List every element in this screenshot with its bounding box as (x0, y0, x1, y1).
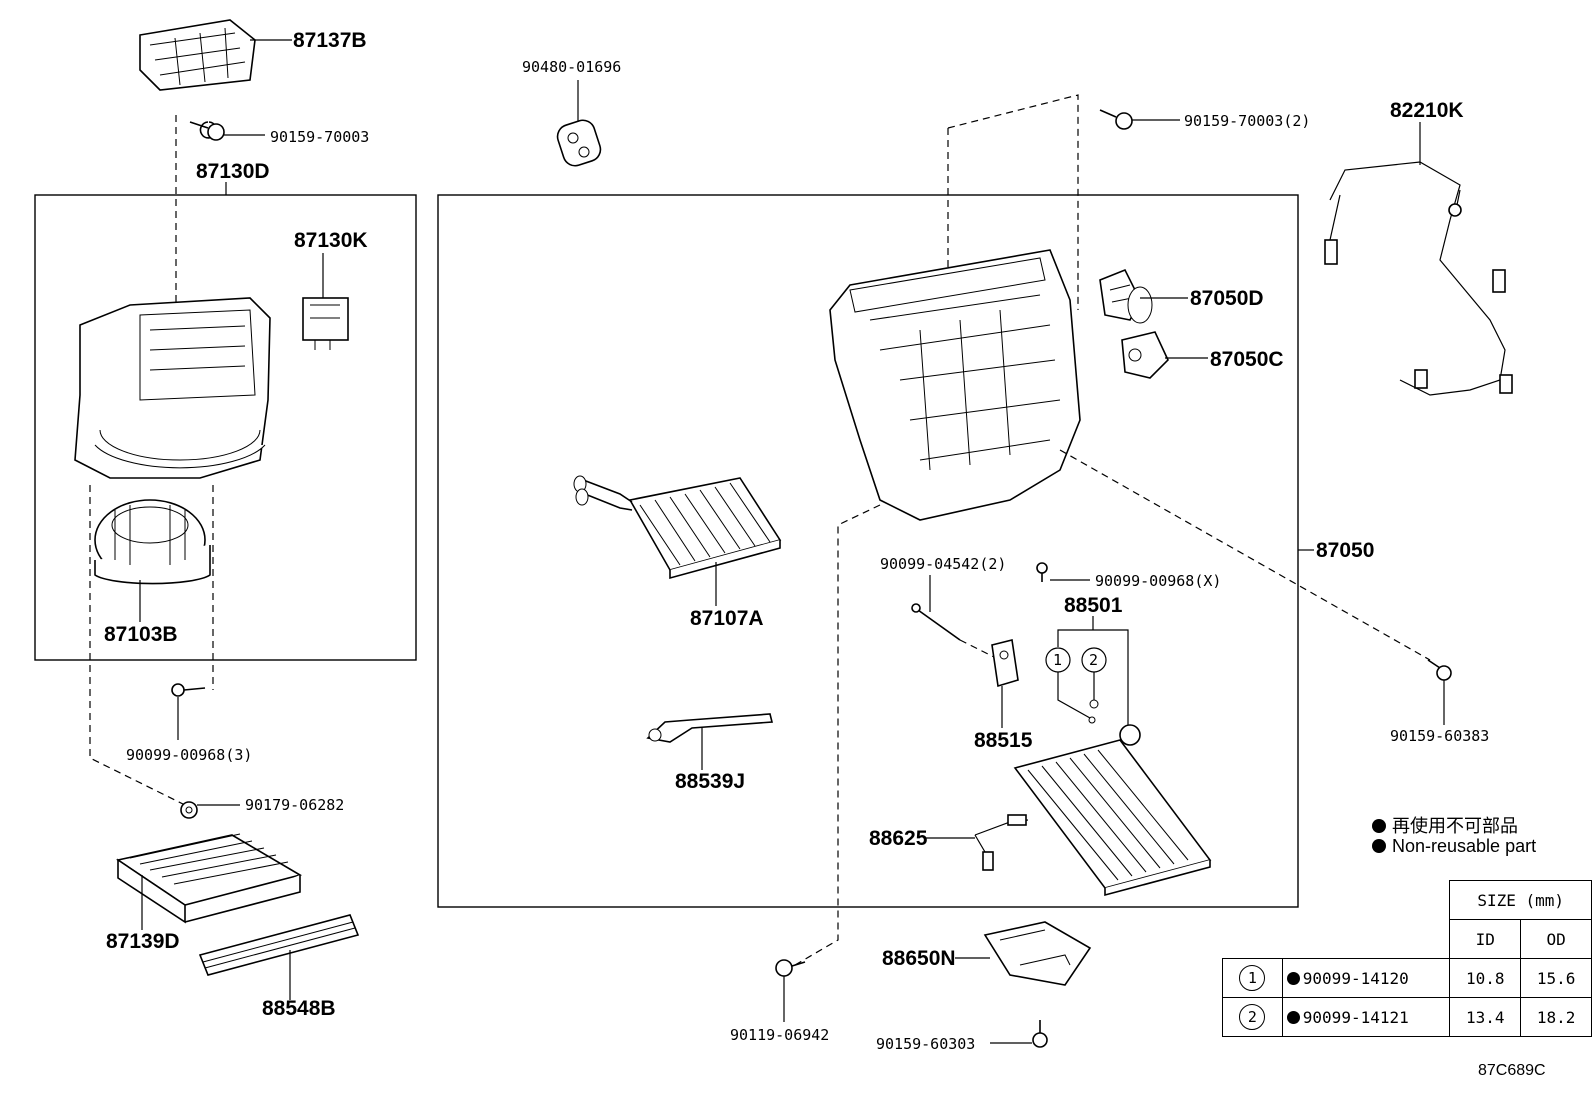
screw-90099-00968-3-part (171, 683, 206, 697)
heater-unit-part (829, 249, 1081, 521)
screw-90159-70003-2-part (1099, 109, 1133, 130)
bullet-icon (1372, 839, 1386, 853)
expansion-valve-part (991, 639, 1019, 688)
label-87050C: 87050C (1210, 348, 1284, 371)
label-87050D: 87050D (1190, 287, 1264, 310)
nut-90179-06282-part (180, 801, 198, 819)
size-header: SIZE (mm) (1449, 880, 1592, 920)
id-value: 13.4 (1449, 997, 1522, 1037)
od-value: 15.6 (1520, 958, 1592, 998)
part-number: 90099-14121 (1302, 1007, 1409, 1027)
bullet-icon (1286, 1010, 1300, 1024)
label-87103B: 87103B (104, 623, 178, 646)
evaporator-thermistor-part (974, 814, 1029, 871)
diagram-code: 87C689C (1478, 1062, 1546, 1079)
label-87130D: 87130D (196, 160, 270, 183)
mode-actuator-part (1099, 268, 1153, 324)
col-id-header: ID (1449, 919, 1522, 959)
label-82210K: 82210K (1390, 99, 1464, 122)
circle-2-label: 2 (1089, 651, 1098, 669)
bullet-icon (1372, 819, 1386, 833)
size-table: SIZE (mm) ID OD 1 90099-14120 10.8 15.6 … (1222, 880, 1592, 1037)
label-90159-70003: 90159-70003 (270, 128, 369, 146)
screw-90159-70003-part (175, 115, 225, 315)
blower-motor-part (94, 499, 211, 585)
wire-harness-part (1324, 161, 1513, 396)
label-90119-06942: 90119-06942 (730, 1026, 829, 1044)
label-87107A: 87107A (690, 607, 764, 630)
filter-cover-part (139, 19, 256, 91)
label-87137B: 87137B (293, 29, 367, 52)
label-88548B: 88548B (262, 997, 336, 1020)
bullet-icon (1286, 971, 1300, 985)
blower-housing-part (74, 297, 271, 479)
label-90159-60303: 90159-60303 (876, 1035, 975, 1053)
legend-reuse-en: Non-reusable part (1372, 836, 1536, 857)
label-88625: 88625 (869, 827, 928, 850)
label-87130K: 87130K (294, 229, 368, 252)
grommet-part (556, 119, 602, 167)
circle-1-label: 1 (1053, 651, 1062, 669)
blower-resistor-part (302, 297, 349, 350)
legend-reuse-jp: 再使用不可部品 (1372, 812, 1518, 838)
label-88501: 88501 (1064, 594, 1123, 617)
label-90480-01696: 90480-01696 (522, 58, 621, 76)
label-90179-06282: 90179-06282 (245, 796, 344, 814)
label-90159-70003-2: 90159-70003(2) (1184, 112, 1310, 130)
label-87050: 87050 (1316, 539, 1374, 562)
id-value: 10.8 (1449, 958, 1522, 998)
cabin-filter-part (115, 833, 303, 924)
heater-unit-frame (437, 194, 1299, 908)
ref-circle: 1 (1239, 965, 1266, 991)
filter-strip-part (198, 914, 360, 976)
screw-90099-00968-x-part (1036, 562, 1048, 582)
col-od-header: OD (1520, 919, 1592, 959)
bolt-90099-04542-part (911, 603, 961, 641)
label-88650N: 88650N (882, 947, 956, 970)
screw-90159-60303-part (1032, 1020, 1048, 1048)
heater-core-part (573, 475, 782, 580)
table-row: 2 90099-14121 13.4 18.2 (1222, 997, 1592, 1037)
air-mix-actuator-part (1121, 331, 1169, 379)
od-value: 18.2 (1520, 997, 1592, 1037)
label-90159-60383: 90159-60383 (1390, 727, 1489, 745)
label-90099-04542-2: 90099-04542(2) (880, 555, 1006, 573)
temp-sensor-part (646, 713, 774, 743)
label-87139D: 87139D (106, 930, 180, 953)
ref-circle: 2 (1239, 1004, 1266, 1030)
label-90099-00968-3: 90099-00968(3) (126, 746, 252, 764)
table-row: 1 90099-14120 10.8 15.6 (1222, 958, 1592, 998)
part-number: 90099-14120 (1302, 968, 1409, 988)
screw-90159-60383-part (1427, 659, 1452, 681)
label-90099-00968-x: 90099-00968(X) (1095, 572, 1221, 590)
evaporator-part (1013, 724, 1212, 897)
ac-amplifier-part (983, 921, 1092, 986)
label-88539J: 88539J (675, 770, 745, 793)
label-88515: 88515 (974, 729, 1033, 752)
